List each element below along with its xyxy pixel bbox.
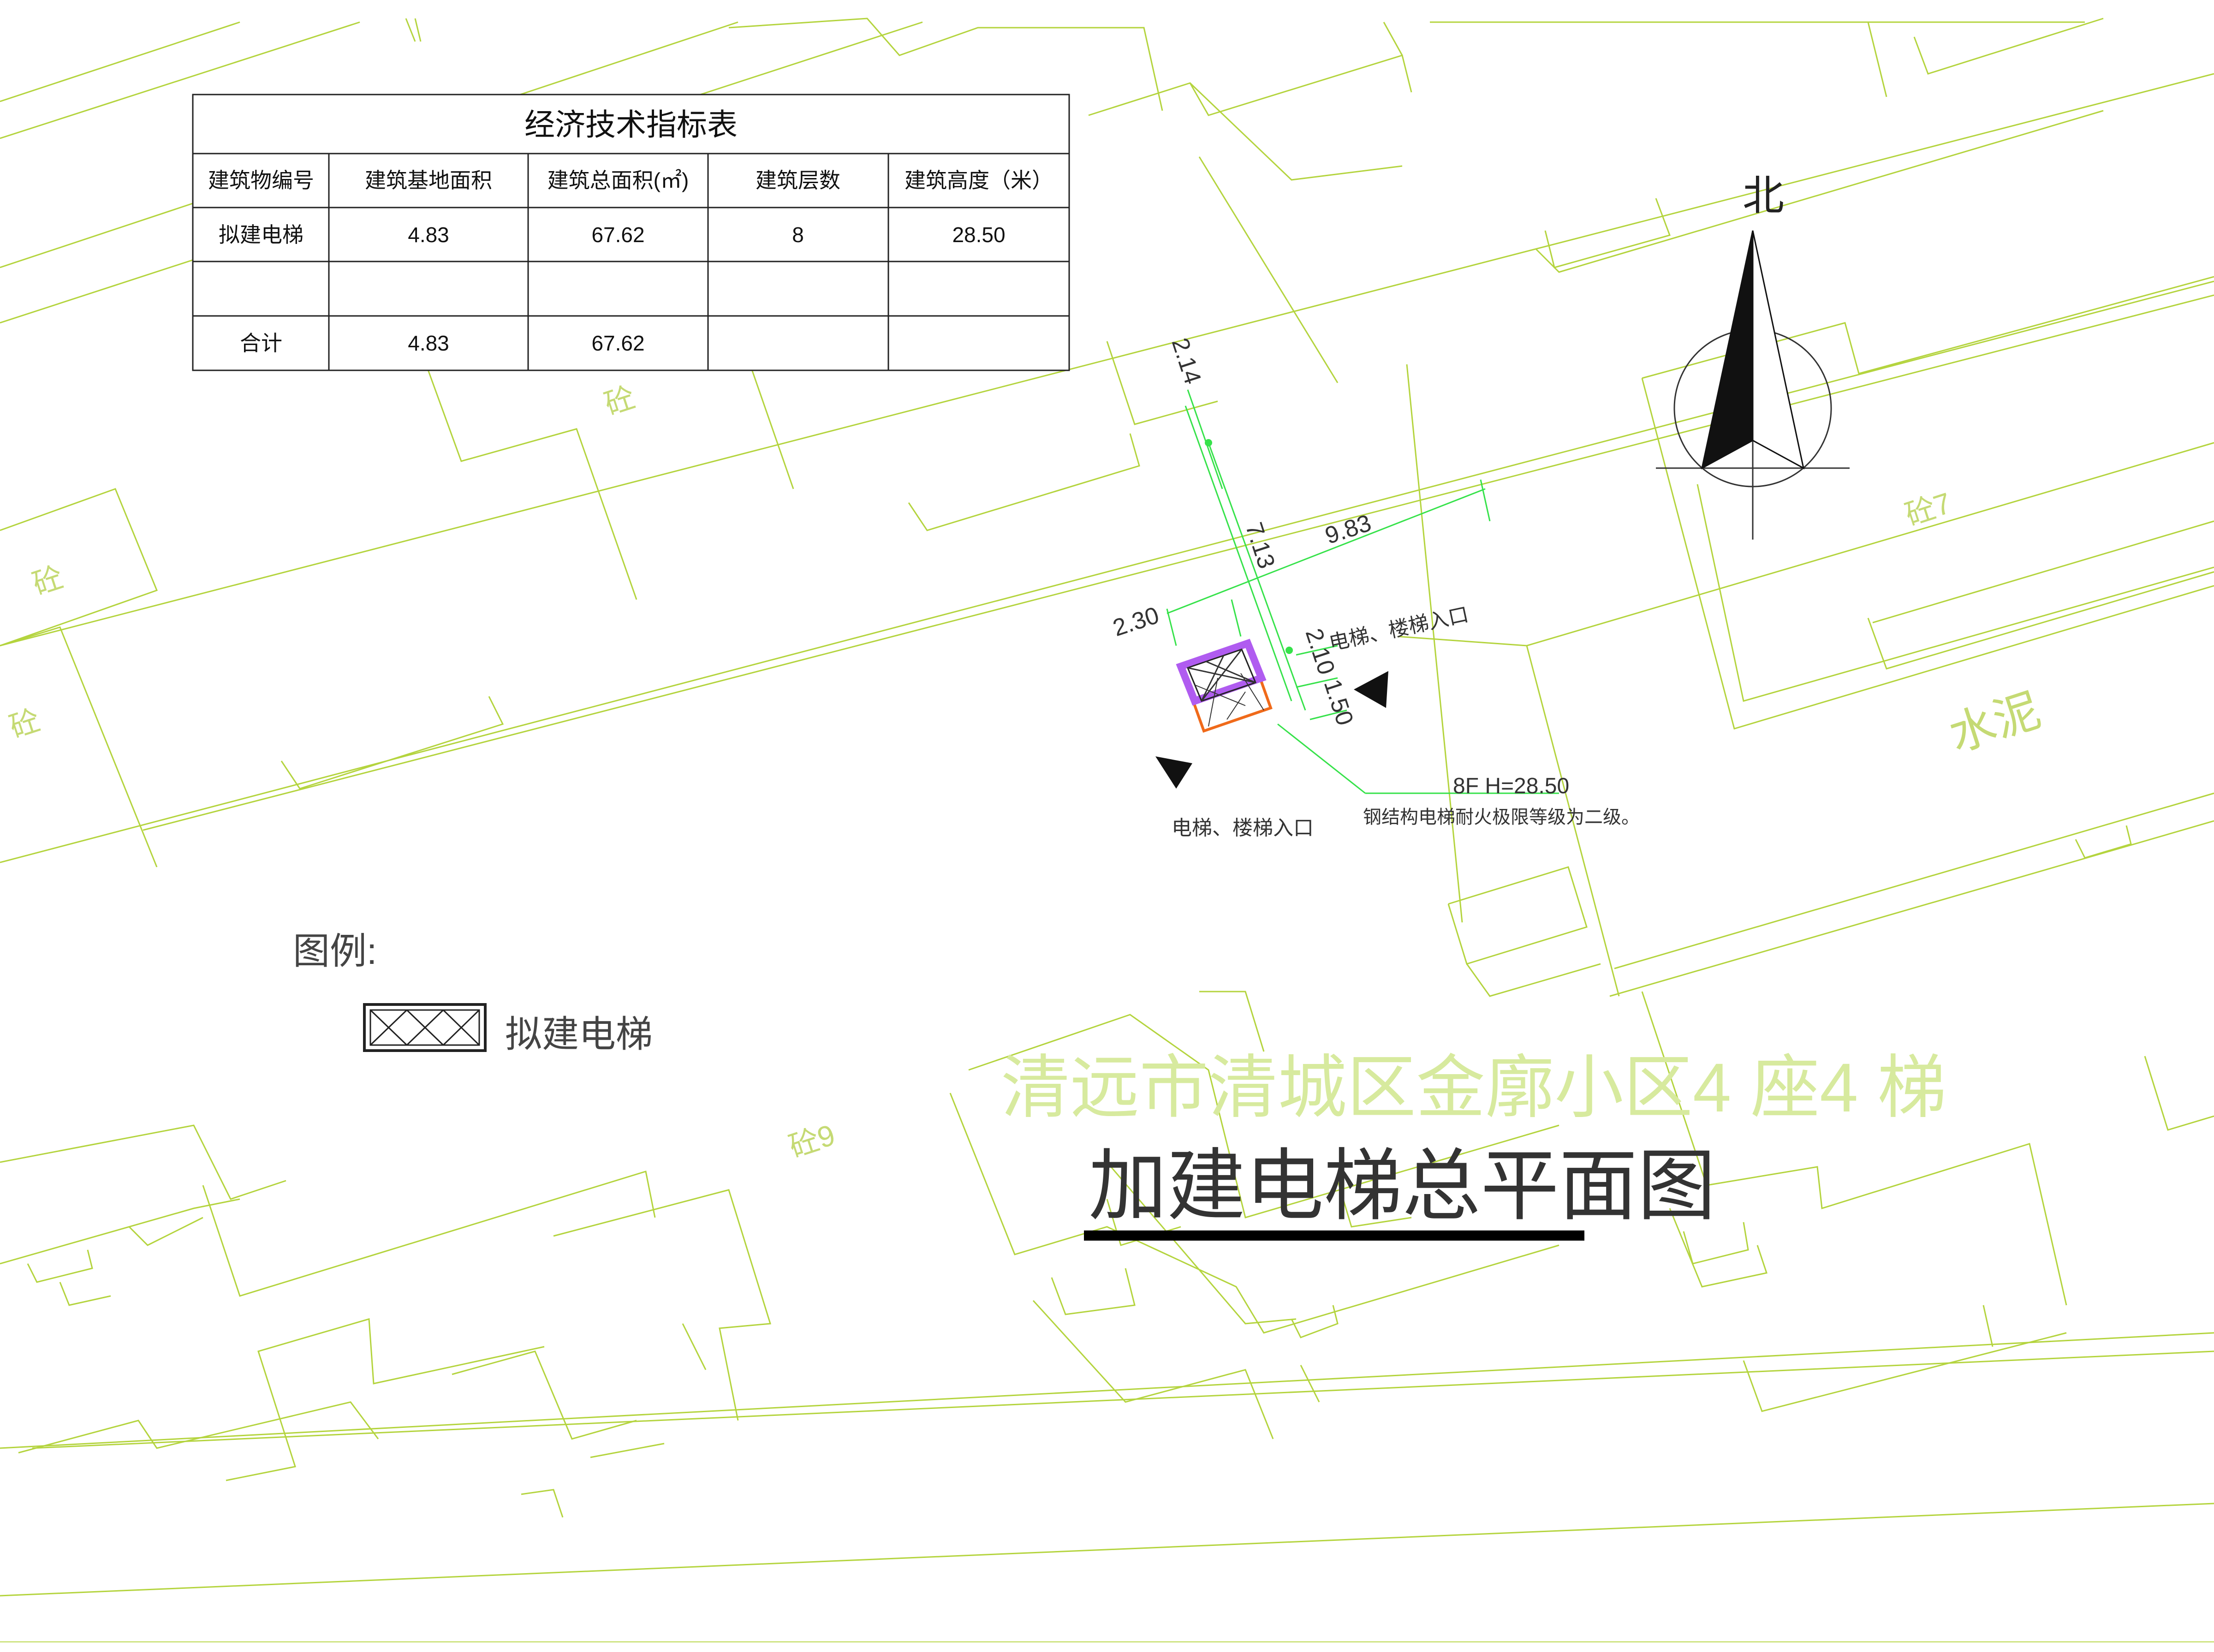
site-label: 水泥 bbox=[1943, 684, 2047, 761]
north-label: 北 bbox=[1743, 173, 1784, 219]
entrance-arrow-icon bbox=[1155, 756, 1192, 789]
table-cell: 合计 bbox=[240, 331, 282, 355]
table-cell: 4.83 bbox=[408, 223, 449, 247]
site-label: 砼 bbox=[601, 380, 639, 421]
dimension-label: 9.83 bbox=[1322, 510, 1375, 549]
legend-label: 拟建电梯 bbox=[505, 1014, 653, 1055]
site-label: 砼7 bbox=[1901, 486, 1955, 532]
table-cell: 28.50 bbox=[952, 223, 1005, 247]
table-header: 建筑高度（米） bbox=[905, 168, 1053, 192]
entrance-label: 电梯、楼梯入口 bbox=[1172, 817, 1314, 839]
fire-rating-note: 钢结构电梯耐火极限等级为二级。 bbox=[1363, 807, 1640, 827]
site-label: 砼9 bbox=[785, 1118, 839, 1164]
dimension-label: 7.13 bbox=[1240, 519, 1280, 572]
dimension-lines: 2.14 7.13 9.83 2.30 2.10 1.50 bbox=[1110, 335, 1559, 794]
dimension-label: 2.14 bbox=[1167, 335, 1206, 387]
dimension-label: 2.30 bbox=[1110, 602, 1162, 642]
table-header: 建筑层数 bbox=[756, 168, 840, 192]
entrance-arrow-icon bbox=[1354, 671, 1388, 708]
title-underline bbox=[1084, 1230, 1584, 1241]
north-arrow-icon: 北 bbox=[1656, 173, 1850, 540]
table-cell: 8 bbox=[792, 223, 804, 247]
site-linework bbox=[0, 18, 2214, 1643]
entrance-label: 电梯、楼梯入口 bbox=[1327, 603, 1470, 655]
drawing-name: 加建电梯总平面图 bbox=[1089, 1142, 1716, 1230]
legend-heading: 图例: bbox=[293, 931, 377, 972]
height-note: 8F H=28.50 bbox=[1453, 774, 1569, 798]
dimension-label: 1.50 bbox=[1319, 676, 1358, 729]
table-cell: 67.62 bbox=[591, 331, 644, 355]
site-label: 砼 bbox=[6, 703, 44, 744]
table-header: 建筑总面积(㎡) bbox=[548, 168, 689, 192]
site-label: 砼 bbox=[29, 560, 67, 601]
drawing-title: 清远市清城区金廓小区4 座4 梯 加建电梯总平面图 bbox=[1001, 1049, 1946, 1241]
table-cell: 拟建电梯 bbox=[219, 223, 304, 247]
table-header: 建筑物编号 bbox=[208, 168, 314, 192]
table-title: 经济技术指标表 bbox=[524, 107, 738, 142]
legend: 图例: 拟建电梯 bbox=[293, 931, 653, 1055]
proposed-elevator bbox=[1176, 638, 1273, 733]
table-header: 建筑基地面积 bbox=[365, 168, 492, 192]
project-name: 清远市清城区金廓小区4 座4 梯 bbox=[1001, 1049, 1946, 1126]
indicator-table: 经济技术指标表 建筑物编号 建筑基地面积 建筑总面积(㎡) 建筑层数 建筑高度（… bbox=[192, 94, 1070, 371]
table-cell: 4.83 bbox=[408, 331, 449, 355]
table-cell: 67.62 bbox=[591, 223, 644, 247]
